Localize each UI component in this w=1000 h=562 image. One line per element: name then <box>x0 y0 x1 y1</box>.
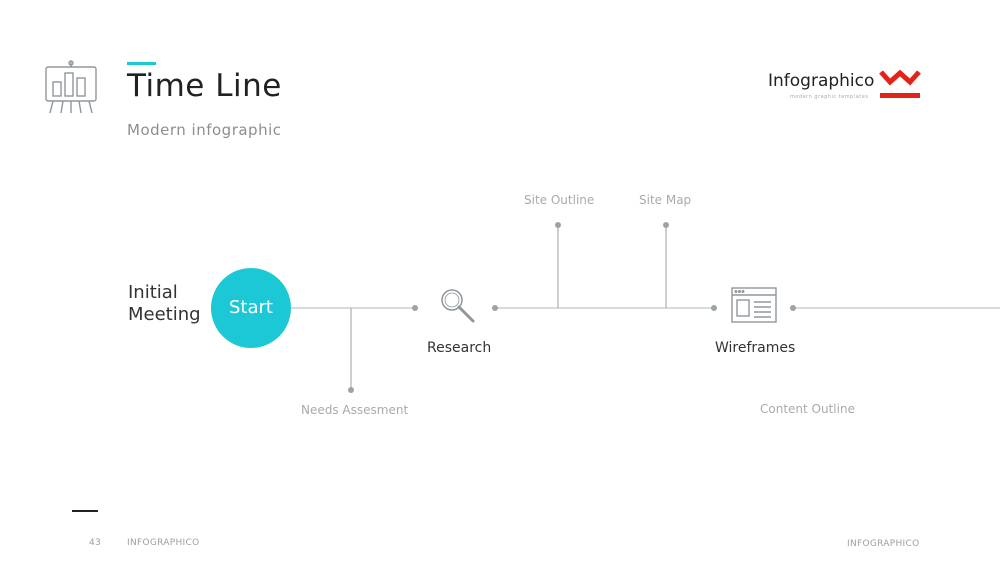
connector-dot <box>492 305 498 311</box>
branch-dot <box>555 222 561 228</box>
browser-window-icon <box>731 287 777 323</box>
node-label-research: Research <box>427 340 492 356</box>
page-number: 43 <box>89 538 102 548</box>
page-subtitle: Modern infographic <box>127 121 282 139</box>
brand-name: Infographico <box>768 71 875 91</box>
footer-divider <box>72 510 98 512</box>
brand-tagline: modern graphic templates <box>790 94 869 100</box>
footer-left-text: INFOGRAPHICO <box>127 538 200 548</box>
start-circle <box>211 268 291 348</box>
branch-dot <box>348 387 354 393</box>
branch-dot <box>663 222 669 228</box>
connector-dot <box>711 305 717 311</box>
branch-label-needs-assessment: Needs Assesment <box>301 403 409 417</box>
page-title: Time Line <box>127 68 282 104</box>
connector-dot <box>412 305 418 311</box>
start-label: Start <box>229 297 273 318</box>
branch-label-site-outline: Site Outline <box>524 193 595 207</box>
brand-logo-icon <box>879 69 921 98</box>
magnifier-icon <box>441 289 475 323</box>
presentation-board-icon <box>45 60 97 114</box>
branch-label-site-map: Site Map <box>639 193 692 207</box>
start-step-title: Initial Meeting <box>128 282 201 325</box>
branch-label-content-outline: Content Outline <box>760 402 855 416</box>
footer-right-text: INFOGRAPHICO <box>847 539 920 549</box>
node-label-wireframes: Wireframes <box>715 340 796 356</box>
title-accent-bar <box>127 62 156 65</box>
connector-dot <box>790 305 796 311</box>
